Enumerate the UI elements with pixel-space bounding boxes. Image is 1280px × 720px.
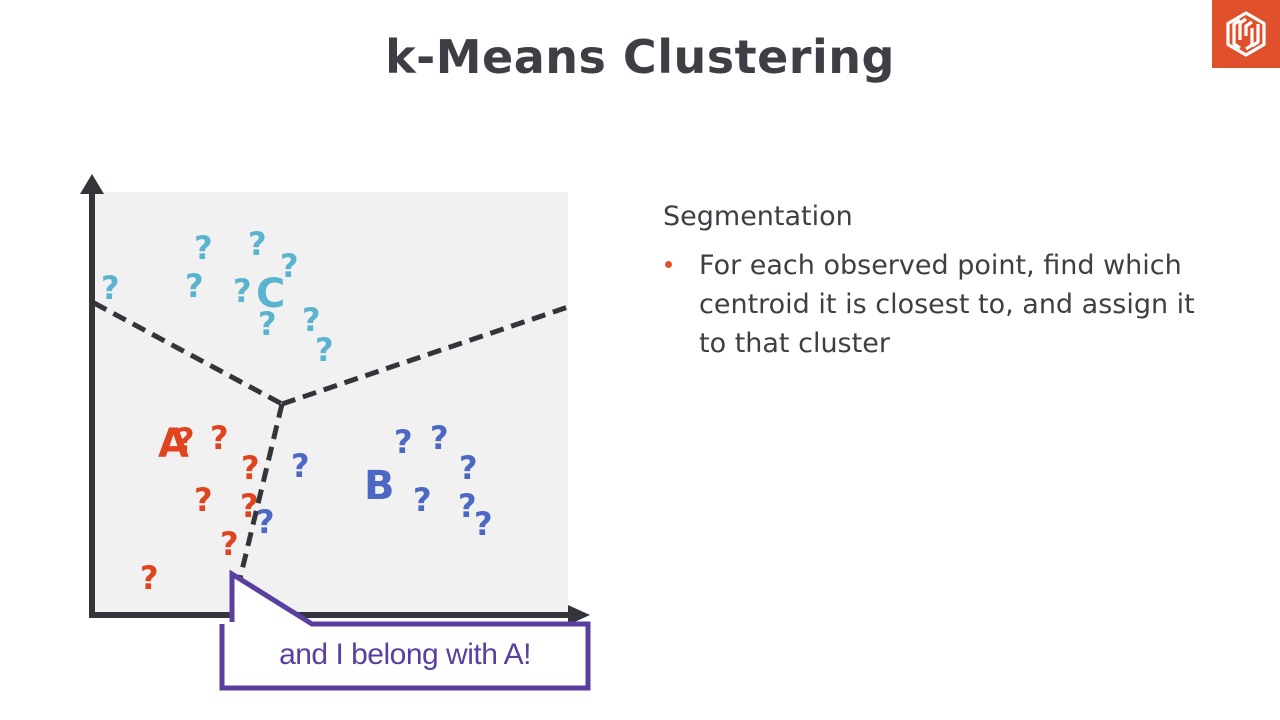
data-point: ? <box>101 269 120 307</box>
bullet-dot-icon <box>665 261 672 268</box>
panel-heading: Segmentation <box>663 201 853 232</box>
explanation-panel: Segmentation For each observed point, fi… <box>663 198 1223 363</box>
data-point: ? <box>315 331 334 369</box>
data-point: ? <box>256 503 275 541</box>
centroid-b-label: B <box>364 463 395 509</box>
data-point: ? <box>210 419 229 457</box>
bullet-text: For each observed point, find which cent… <box>699 250 1195 359</box>
data-point: ? <box>413 481 432 519</box>
plot-canvas <box>80 174 591 691</box>
data-point: ? <box>194 481 213 519</box>
y-axis-arrow-icon <box>80 174 104 194</box>
data-point: ? <box>176 421 195 459</box>
x-axis-arrow-icon <box>568 605 590 625</box>
kmeans-diagram: ? ? ? ? ? ? ? ? ? C A ? ? ? ? ? ? ? ? ? … <box>80 174 591 691</box>
slide-title: k-Means Clustering <box>385 30 895 84</box>
data-point: ? <box>194 229 213 267</box>
centroid-a-label: A <box>158 421 189 467</box>
data-point: ? <box>459 449 478 487</box>
data-point: ? <box>280 247 299 285</box>
data-point: ? <box>233 272 252 310</box>
data-point: ? <box>248 225 267 263</box>
callout-text: and I belong with A! <box>279 638 531 671</box>
data-point: ? <box>240 487 259 525</box>
data-point: ? <box>394 423 413 461</box>
data-point: ? <box>220 525 239 563</box>
data-point: ? <box>185 267 204 305</box>
hexagon-stripes-logo-icon <box>1212 0 1280 68</box>
plot-area <box>92 192 568 616</box>
data-point: ? <box>430 419 449 457</box>
data-point: ? <box>291 447 310 485</box>
data-point: ? <box>458 487 477 525</box>
centroid-c-label: C <box>256 271 286 317</box>
data-point: ? <box>140 559 159 597</box>
bullet-item: For each observed point, find which cent… <box>663 246 1223 363</box>
data-point: ? <box>241 449 260 487</box>
data-point: ? <box>302 301 321 339</box>
callout-box <box>219 569 591 691</box>
data-point: ? <box>474 505 493 543</box>
data-point: ? <box>258 305 277 343</box>
